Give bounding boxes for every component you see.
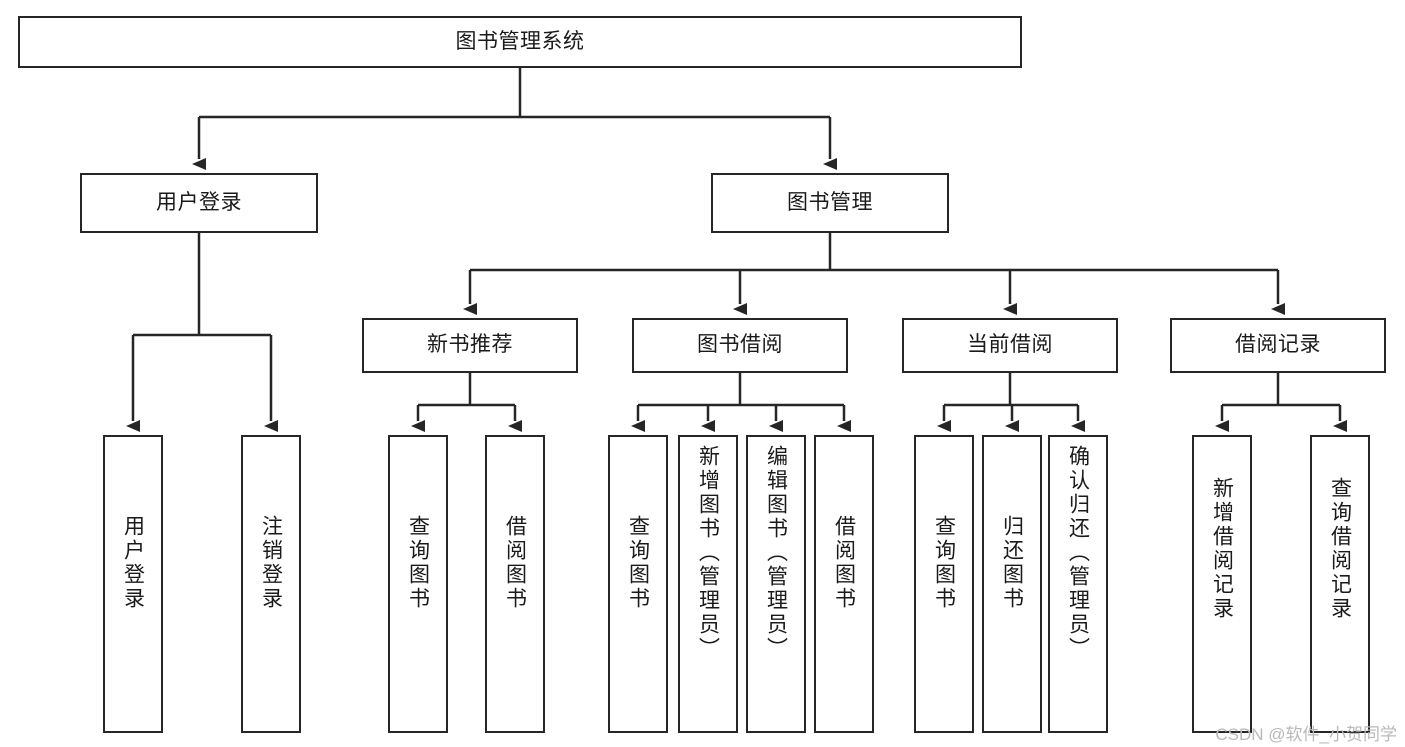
watermark: CSDN @软件_小贺同学 (1215, 725, 1397, 744)
node-user-login-leaf[interactable]: 用户登录 (103, 435, 163, 733)
node-root-label: 图书管理系统 (455, 29, 585, 53)
node-logout-leaf[interactable]: 注销登录 (241, 435, 301, 733)
node-confirm-return-admin-label: 确认归还（管理员） (1066, 445, 1090, 661)
node-return-book-label: 归还图书 (1000, 515, 1024, 611)
node-user-login-leaf-label: 用户登录 (121, 515, 145, 611)
node-book-borrow[interactable]: 图书借阅 (632, 318, 848, 373)
node-query-book-current-label: 查询图书 (932, 515, 956, 611)
node-logout-leaf-label: 注销登录 (259, 515, 283, 611)
node-borrow-book-label: 借阅图书 (832, 515, 856, 611)
node-new-book-recommend-label: 新书推荐 (427, 333, 513, 357)
node-current-borrow[interactable]: 当前借阅 (902, 318, 1118, 373)
node-query-book-recommend-label: 查询图书 (406, 515, 430, 611)
node-current-borrow-label: 当前借阅 (967, 333, 1053, 357)
node-book-borrow-label: 图书借阅 (697, 333, 783, 357)
node-add-borrow-record-label: 新增借阅记录 (1210, 477, 1234, 621)
node-add-book-admin-label: 新增图书（管理员） (696, 445, 720, 661)
node-new-book-recommend[interactable]: 新书推荐 (362, 318, 578, 373)
node-borrow-record-label: 借阅记录 (1235, 333, 1321, 357)
node-query-book-borrow-label: 查询图书 (626, 515, 650, 611)
node-edit-book-admin-label: 编辑图书（管理员） (764, 445, 788, 661)
node-borrow-book-recommend-label: 借阅图书 (503, 515, 527, 611)
node-add-book-admin[interactable]: 新增图书（管理员） (678, 435, 738, 733)
node-return-book[interactable]: 归还图书 (982, 435, 1042, 733)
node-book-management[interactable]: 图书管理 (711, 173, 949, 233)
node-user-login-label: 用户登录 (156, 190, 242, 214)
node-user-login[interactable]: 用户登录 (80, 173, 318, 233)
node-edit-book-admin[interactable]: 编辑图书（管理员） (746, 435, 806, 733)
node-query-book-borrow[interactable]: 查询图书 (608, 435, 668, 733)
node-confirm-return-admin[interactable]: 确认归还（管理员） (1048, 435, 1108, 733)
node-add-borrow-record[interactable]: 新增借阅记录 (1192, 435, 1252, 733)
node-query-borrow-record-label: 查询借阅记录 (1328, 477, 1352, 621)
node-query-book-current[interactable]: 查询图书 (914, 435, 974, 733)
node-query-borrow-record[interactable]: 查询借阅记录 (1310, 435, 1370, 733)
node-borrow-record[interactable]: 借阅记录 (1170, 318, 1386, 373)
node-borrow-book[interactable]: 借阅图书 (814, 435, 874, 733)
node-borrow-book-recommend[interactable]: 借阅图书 (485, 435, 545, 733)
node-book-management-label: 图书管理 (787, 190, 873, 214)
node-root[interactable]: 图书管理系统 (18, 16, 1022, 68)
node-query-book-recommend[interactable]: 查询图书 (388, 435, 448, 733)
